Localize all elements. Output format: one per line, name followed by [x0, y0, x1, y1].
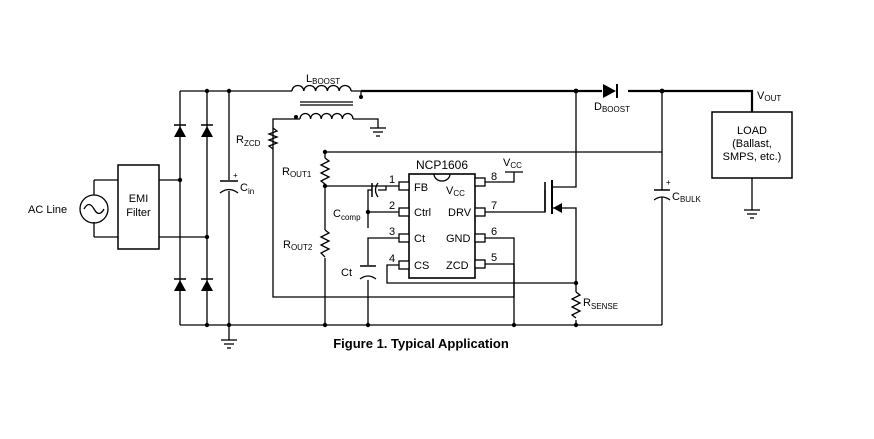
ct-label: Ct [341, 267, 352, 279]
mosfet-drain-wire [552, 91, 577, 188]
cbulk-capacitor-icon [653, 189, 671, 201]
pin-5-number: 5 [491, 252, 497, 264]
figure-caption: Figure 1. Typical Application [333, 336, 509, 351]
pin-3-number: 3 [389, 226, 395, 238]
pin-cs-name: CS [414, 260, 429, 272]
rout1-resistor-icon [319, 157, 331, 185]
rsense-resistor-icon [570, 291, 582, 319]
pin-1-number: 1 [389, 174, 395, 186]
pin-vcc-name: VCC [446, 185, 465, 198]
cin-ground-icon [221, 339, 237, 349]
inductor-top-lead [351, 90, 362, 96]
pin-ct-name: Ct [414, 233, 425, 245]
pin-4-number: 4 [389, 253, 395, 265]
pin-fb-name: FB [414, 182, 428, 194]
pin-zcd-name: ZCD [446, 260, 469, 272]
ac-line-label: AC Line [28, 204, 67, 216]
bridge-diode-icon [174, 124, 213, 291]
ccomp-capacitor-icon [371, 182, 387, 198]
ic-body [408, 173, 476, 279]
ac-source-wires [93, 179, 118, 238]
ic-left-pins [398, 181, 410, 270]
lboost-inductor-icon [291, 84, 363, 120]
cin-label: Cin [240, 182, 254, 196]
pin-ctrl-name: Ctrl [414, 207, 431, 219]
lboost-label: LBOOST [306, 73, 340, 86]
mosfet-icon [544, 180, 562, 214]
cs-pin-wire [386, 264, 576, 284]
ic-right-pins [474, 177, 486, 269]
pin-8-number: 8 [491, 171, 497, 183]
cin-plus-label: + [233, 171, 238, 180]
load-box [711, 111, 793, 179]
emi-filter-box [117, 164, 160, 250]
rzcd-resistor-icon [267, 127, 279, 150]
aux-winding-ground-icon [370, 127, 386, 137]
emi-filter-label-2: Filter [126, 207, 151, 219]
rzcd-label: RZCD [236, 134, 261, 148]
aux-winding-ground-wire [353, 118, 379, 128]
junction-dots [177, 88, 665, 328]
cin-capacitor-icon [219, 180, 239, 194]
pin-7-number: 7 [491, 200, 497, 212]
ccomp-label: Ccomp [333, 208, 361, 222]
rout1-label: ROUT1 [282, 166, 312, 179]
ic-notch [433, 173, 451, 182]
vcc-supply-label: VCC [503, 157, 522, 170]
pin-6-number: 6 [491, 226, 497, 238]
pin-drv-name: DRV [448, 207, 472, 219]
vout-label: VOUT [757, 90, 781, 103]
feedback-divider-wire [324, 151, 662, 325]
cbulk-plus-label: + [666, 178, 671, 187]
rout2-resistor-icon [319, 229, 331, 258]
emi-output-wires [159, 179, 207, 238]
dboost-label: DBOOST [594, 101, 630, 114]
load-label-3: SMPS, etc.) [723, 151, 782, 163]
pin-2-number: 2 [389, 200, 395, 212]
dboost-diode-icon [603, 84, 618, 98]
ccomp-wire [367, 189, 399, 228]
ct-capacitor-icon [359, 265, 377, 280]
output-rail-wire [361, 89, 754, 112]
aux-winding-wire [272, 118, 515, 298]
load-label-1: LOAD [737, 125, 767, 137]
pin-gnd-name: GND [446, 233, 471, 245]
ac-sine-icon [83, 203, 105, 215]
rout2-label: ROUT2 [283, 239, 313, 252]
rsense-label: RSENSE [583, 297, 618, 311]
load-ground-icon [744, 209, 760, 219]
load-label-2: (Ballast, [732, 138, 772, 150]
ic-name-label: NCP1606 [416, 158, 468, 172]
cbulk-label: CBULK [672, 191, 702, 204]
ct-pin-wire [367, 237, 399, 325]
emi-filter-label-1: EMI [129, 193, 149, 205]
ac-source-icon [79, 194, 109, 224]
gnd-pin-wire [485, 237, 515, 325]
vcc-pin-wire [485, 171, 523, 183]
